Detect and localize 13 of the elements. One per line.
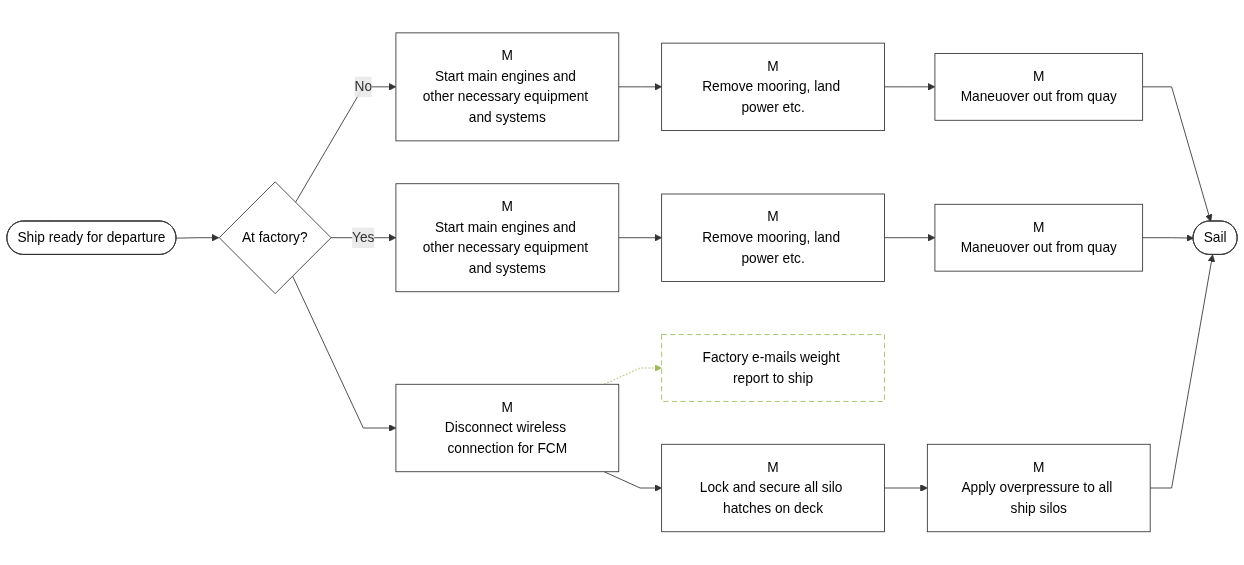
node-diamond: At factory? [218, 181, 332, 295]
node-box: Factory e-mails weight report to ship [661, 334, 885, 403]
node-box: M Remove mooring, land power etc. [661, 193, 885, 283]
node-box: M Apply overpressure to all ship silos [926, 444, 1151, 533]
node-box: M Start main engines and other necessary equipment and systems [395, 32, 620, 142]
node-box: M Remove mooring, land power etc. [661, 42, 885, 132]
node-box: M Start main engines and other necessary equipment and systems [395, 183, 620, 293]
node-box: M Maneuover out from quay [934, 204, 1144, 272]
node-box: M Lock and secure all silo hatches on deck [661, 444, 885, 533]
edge-label: Yes [352, 230, 375, 245]
edge-label: No [354, 79, 373, 94]
node-box: M Maneuover out from quay [934, 53, 1144, 121]
node-box: M Disconnect wireless connection for FCM [395, 384, 620, 473]
